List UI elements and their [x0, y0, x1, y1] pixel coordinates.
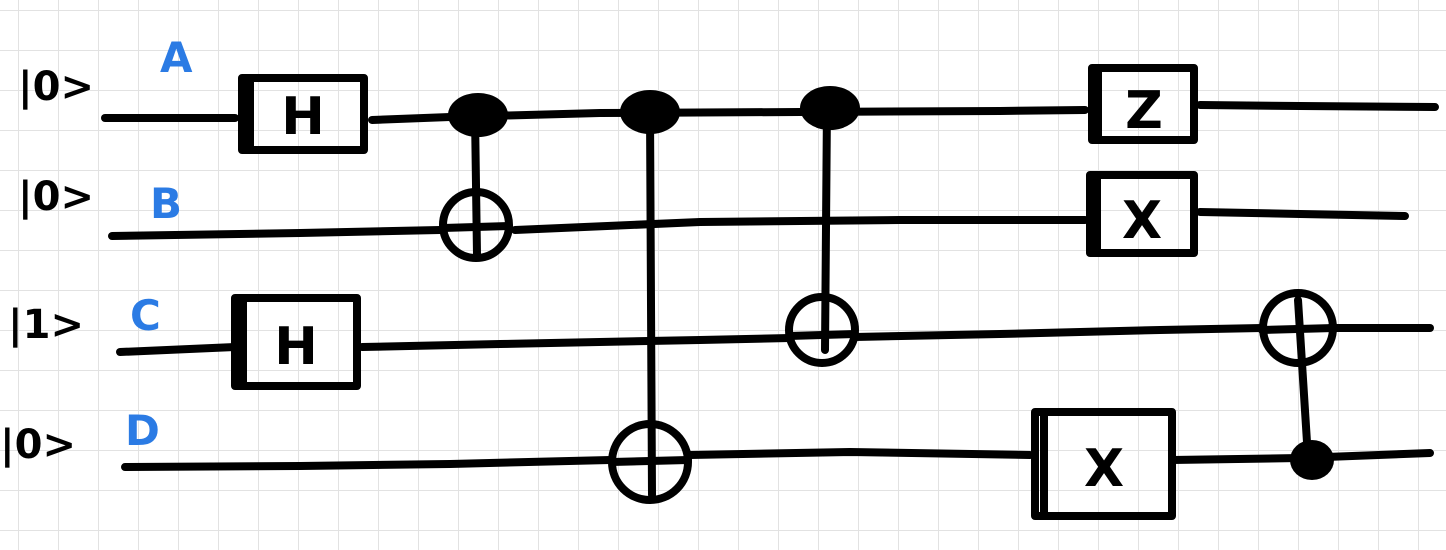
control-line: [646, 108, 656, 499]
gate-label: X: [1084, 439, 1124, 499]
wire-c: [851, 324, 1266, 341]
qubit-label-a: A: [160, 33, 193, 82]
cnot-a-d: [608, 90, 692, 504]
z-gate-a: Z: [1088, 64, 1198, 144]
gate-box: [1086, 171, 1198, 257]
wire-c: [116, 343, 239, 356]
control-dot: [800, 86, 860, 130]
gate-label: X: [1122, 191, 1162, 251]
wire-b: [1196, 208, 1409, 220]
qubit-label-b: B: [150, 179, 182, 228]
x-gate-d: X: [1031, 408, 1176, 520]
cnot-a-c: [785, 86, 860, 367]
control-line: [1294, 296, 1312, 462]
qubit-label-c: C: [130, 291, 161, 340]
wire-b: [108, 226, 444, 240]
qubit-label-d: D: [125, 406, 160, 455]
gate-box: [231, 294, 361, 390]
wire-d: [121, 456, 614, 471]
cnot-d-c: [1258, 289, 1338, 480]
initial-state-b: |0>: [18, 174, 94, 221]
wires: [101, 101, 1439, 471]
gate-label: H: [281, 87, 325, 147]
control-line: [821, 101, 831, 354]
initial-state-a: |0>: [18, 64, 94, 111]
control-dot: [620, 90, 680, 134]
wire-a: [368, 106, 1089, 124]
target-circle: [785, 293, 859, 367]
gate-label: Z: [1125, 81, 1163, 141]
x-gate-b: X: [1086, 171, 1198, 257]
wire-d: [686, 448, 1034, 459]
h-gate-c: H: [231, 294, 361, 390]
initial-state-c: |1>: [8, 302, 84, 349]
control-dot: [448, 93, 508, 137]
h-gate-a: H: [238, 74, 368, 154]
initial-states: |0> |0> |1> |0>: [0, 64, 94, 469]
control-dot: [1290, 440, 1334, 480]
qubit-labels: A B C D: [125, 33, 193, 455]
initial-state-d: |0>: [0, 422, 76, 469]
cnot-a-b: [439, 93, 513, 262]
wire-b: [511, 216, 1089, 234]
wire-a: [1196, 101, 1439, 111]
gate-box: [1031, 408, 1176, 520]
gate-box: [1088, 64, 1198, 144]
gate-box: [238, 74, 368, 154]
control-line: [471, 111, 481, 259]
wire-c: [358, 334, 794, 351]
gate-label: H: [274, 317, 318, 377]
